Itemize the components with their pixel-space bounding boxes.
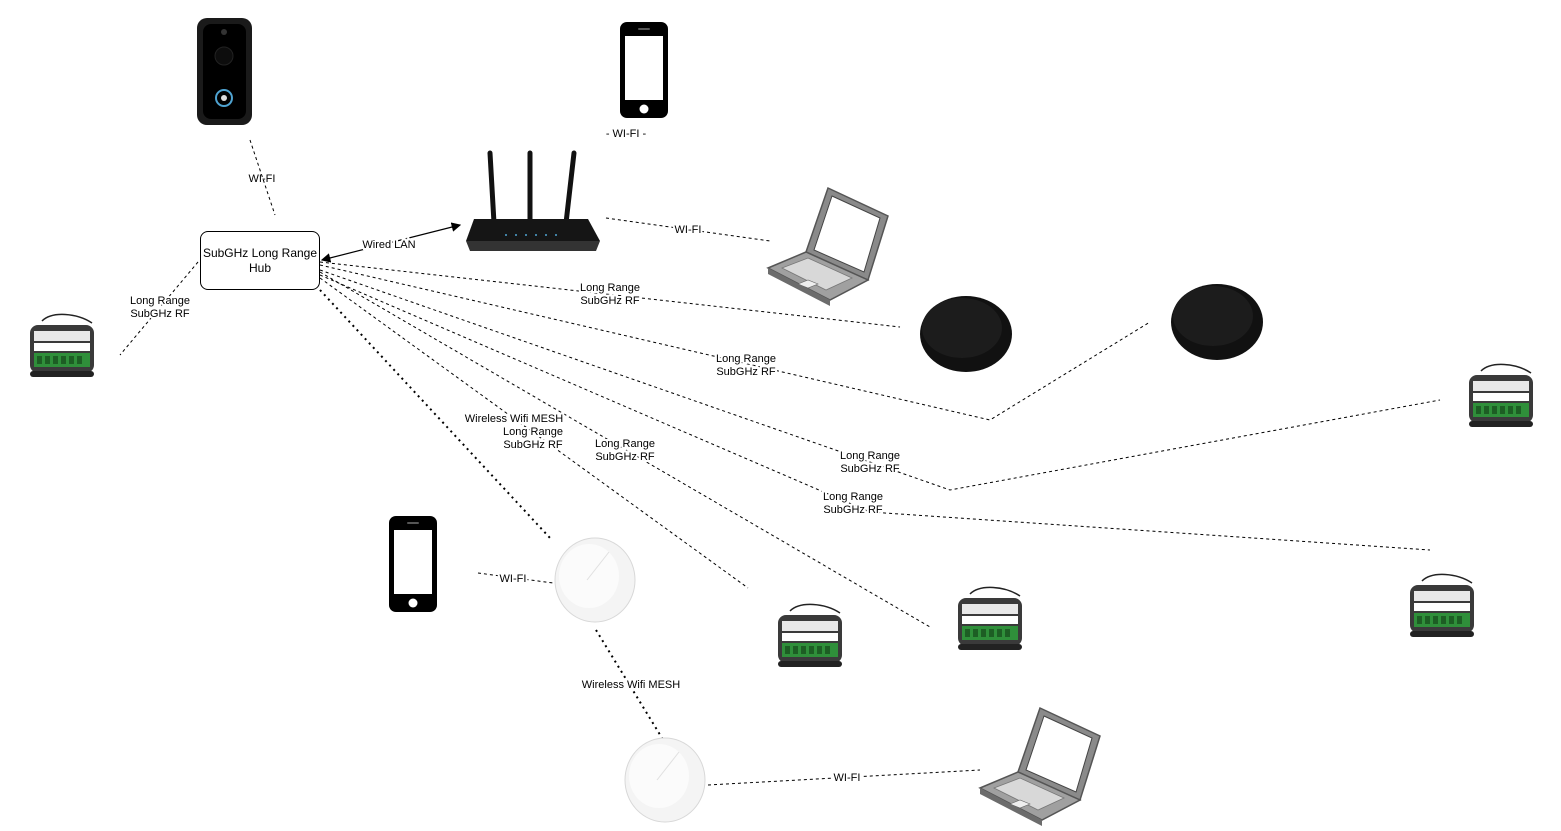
link-router-laptop — [605, 217, 771, 242]
link-doorbell-hub — [249, 139, 276, 216]
smartphone-icon — [389, 516, 437, 612]
subghz-hub-node[interactable]: SubGHz Long Range Hub — [200, 231, 320, 290]
label-phone-wifi: - WI-FI - — [606, 128, 647, 140]
relay-module-icon — [957, 586, 1023, 651]
label-laptop-bottom-wifi: WI-FI — [834, 772, 861, 784]
router-icon — [466, 150, 600, 251]
label-mesh-1: Wireless Wifi MESH — [465, 413, 563, 425]
link-hub-module-mid-2 — [319, 271, 931, 628]
mesh-lines — [319, 289, 663, 739]
wired-lan-line — [320, 222, 462, 263]
link-hub-module-right-top — [319, 269, 1441, 491]
laptop-icon — [767, 187, 889, 307]
relay-module-icon — [777, 603, 843, 668]
puck-sensor-icon — [920, 296, 1012, 372]
laptop-icon — [979, 707, 1101, 827]
doorbell-icon — [197, 18, 252, 125]
label-mesh-2: Wireless Wifi MESH — [582, 679, 680, 691]
label-router-laptop-wifi: WI-FI — [675, 224, 702, 236]
link-hub-mesh — [319, 289, 551, 539]
label-phone-bottom-wifi: WI-FI — [500, 573, 527, 585]
label-doorbell-wifi: WI-FI — [249, 173, 276, 185]
relay-module-icon — [1468, 363, 1534, 428]
hub-label: SubGHz Long Range Hub — [202, 245, 318, 275]
connection-lines — [119, 139, 1441, 786]
link-hub-module-right-bottom — [319, 274, 1431, 551]
link-hub-puck-2 — [319, 264, 1151, 421]
link-phone-mesh — [477, 572, 554, 584]
link-hub-puck-1 — [319, 261, 901, 328]
relay-module-icon — [1409, 573, 1475, 638]
relay-module-icon — [29, 313, 95, 378]
mesh-node-icon — [624, 737, 706, 823]
label-wired-lan: Wired LAN — [362, 239, 415, 251]
mesh-node-icon — [554, 537, 636, 623]
smartphone-icon — [620, 22, 668, 118]
link-hub-module-left — [119, 261, 199, 356]
puck-sensor-icon — [1171, 284, 1263, 360]
link-hub-module-mid-1 — [319, 277, 749, 589]
